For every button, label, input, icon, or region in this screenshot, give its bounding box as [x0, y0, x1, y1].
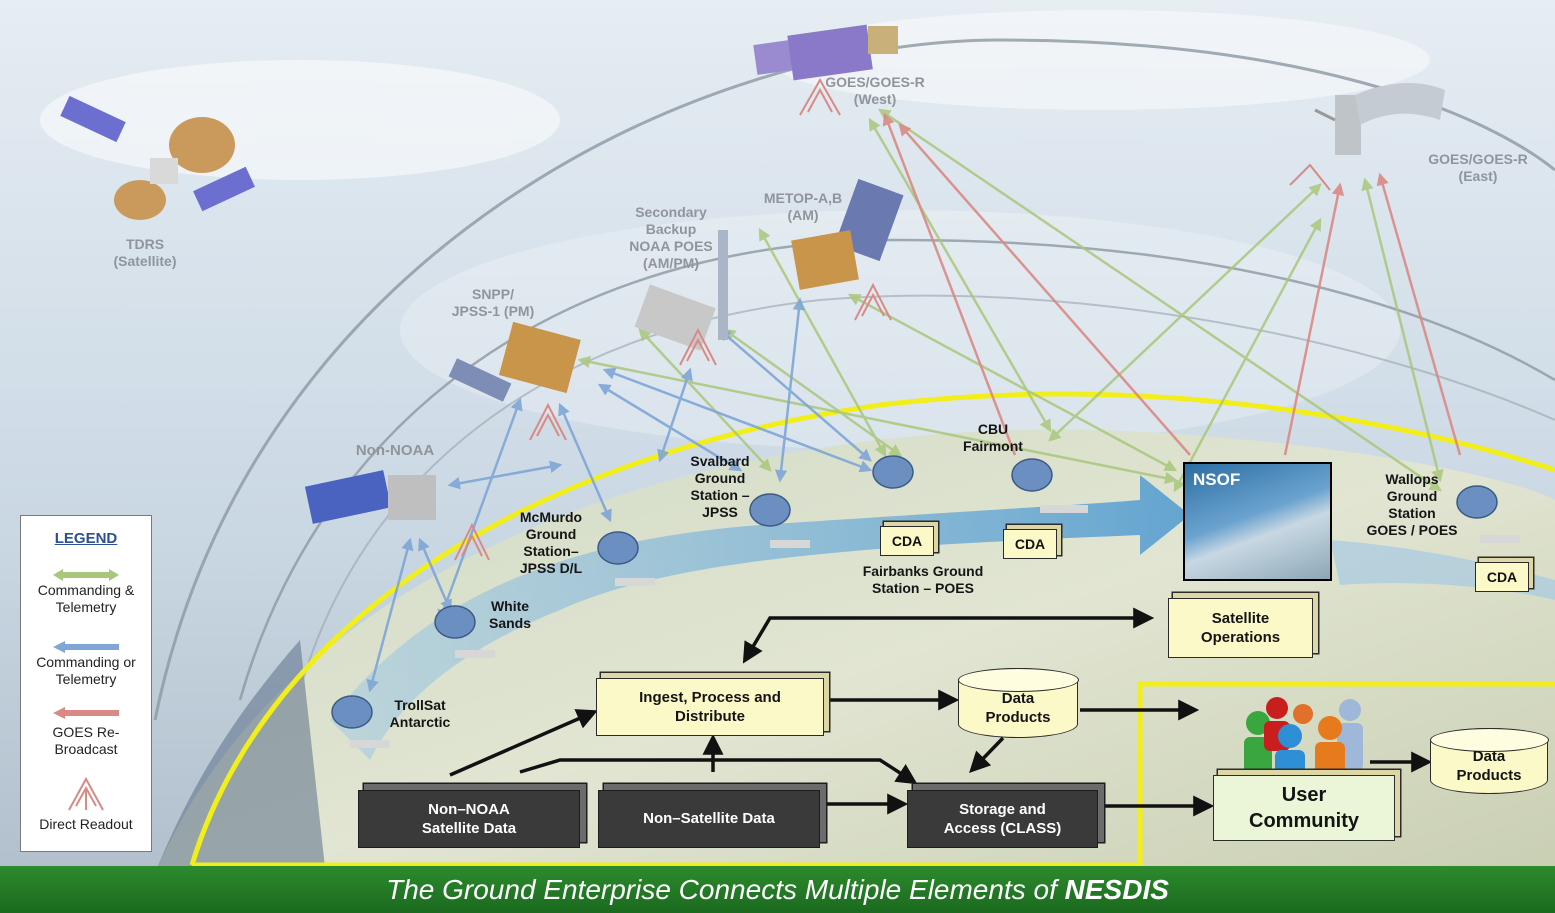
data-products-cylinder: Data Products: [957, 667, 1079, 738]
user-community-box: User Community: [1213, 775, 1395, 841]
metop-label: METOP-A,B (AM): [763, 190, 843, 224]
nsof-building-image: NSOF: [1183, 462, 1332, 581]
data-products-label: Data Products: [985, 689, 1051, 727]
secondary-poes-label: Secondary Backup NOAA POES (AM/PM): [629, 204, 713, 272]
snpp-label: SNPP/ JPSS-1 (PM): [451, 286, 535, 320]
svalbard-label: Svalbard Ground Station – JPSS: [690, 453, 750, 521]
legend-direct-readout: Direct Readout: [39, 816, 133, 832]
direct-readout-icon: [68, 776, 104, 811]
mcmurdo-label: McMurdo Ground Station– JPSS D/L: [519, 509, 583, 577]
storage-access-class-box: Storage and Access (CLASS): [907, 790, 1098, 848]
legend-commanding-telemetry: Commanding & Telemetry: [37, 582, 135, 615]
nsof-label: NSOF: [1193, 470, 1241, 489]
metop-satellite-icon: [791, 178, 904, 290]
legend-commanding-or-telemetry: Commanding or Telemetry: [36, 654, 136, 687]
goes-west-label: GOES/GOES-R (West): [825, 74, 925, 108]
goes-west-satellite-icon: [753, 24, 898, 81]
legend: LEGEND Commanding & Telemetry Commanding…: [20, 515, 152, 852]
non-noaa-satellite-data-box: Non–NOAA Satellite Data: [358, 790, 580, 848]
legend-title: LEGEND: [54, 530, 118, 547]
legend-goes-rebroadcast: GOES Re- Broadcast: [52, 724, 120, 757]
ingest-process-distribute-box: Ingest, Process and Distribute: [596, 678, 824, 736]
fairbanks-label: Fairbanks Ground Station – POES: [862, 563, 984, 597]
cda-box-fairbanks: CDA: [880, 526, 934, 556]
goes-east-satellite-icon: [1314, 83, 1445, 155]
banner-text: The Ground Enterprise Connects Multiple …: [386, 874, 1065, 905]
trollsat-label: TrollSat Antarctic: [389, 697, 451, 731]
legend-red-arrow-icon: [53, 707, 119, 719]
wallops-label: Wallops Ground Station GOES / POES: [1366, 471, 1458, 539]
goes-east-label: GOES/GOES-R (East): [1428, 151, 1528, 185]
snpp-satellite-icon: [448, 321, 581, 402]
white-sands-label: White Sands: [488, 598, 531, 632]
satellite-operations-box: Satellite Operations: [1168, 598, 1313, 658]
non-noaa-satellite-icon: [304, 470, 436, 524]
legend-blue-arrow-icon: [53, 641, 119, 653]
cbu-fairmont-label: CBU Fairmont: [963, 421, 1023, 455]
cda-box-wallops: CDA: [1475, 562, 1529, 592]
title-banner: The Ground Enterprise Connects Multiple …: [0, 866, 1555, 913]
user-community-people-icon: [1244, 697, 1363, 774]
non-satellite-data-box: Non–Satellite Data: [598, 790, 820, 848]
cda-box-cbu: CDA: [1003, 529, 1057, 559]
user-data-products-cylinder: Data Products: [1429, 727, 1549, 794]
user-data-products-label: Data Products: [1456, 747, 1522, 785]
legend-green-double-arrow-icon: [53, 569, 119, 581]
tdrs-satellite-icon: [60, 95, 255, 220]
banner-bold-text: NESDIS: [1064, 874, 1169, 905]
tdrs-label: TDRS (Satellite): [113, 236, 177, 270]
non-noaa-label: Non-NOAA: [355, 442, 435, 459]
